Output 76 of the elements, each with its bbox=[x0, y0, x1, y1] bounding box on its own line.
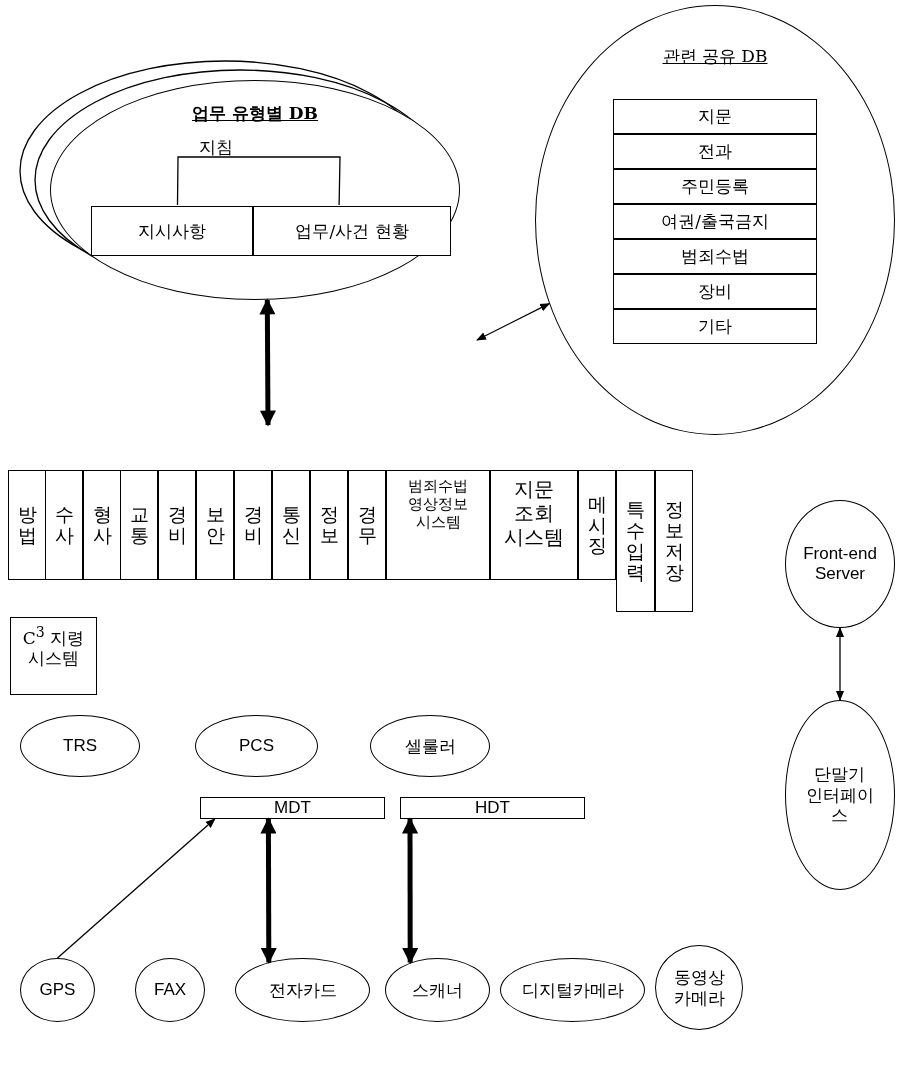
process-box bbox=[91, 206, 253, 256]
process-box bbox=[310, 470, 348, 580]
box-label: 기타 bbox=[698, 316, 732, 337]
box-label: 경비 bbox=[243, 504, 263, 546]
process-box bbox=[400, 797, 585, 819]
process-box bbox=[613, 309, 817, 344]
connector-line bbox=[176, 156, 216, 206]
process-box bbox=[272, 470, 310, 580]
box-label: 지문 조회 시스템 bbox=[503, 477, 565, 549]
process-box bbox=[386, 470, 490, 580]
box-label: 수사 bbox=[54, 504, 74, 546]
arrow bbox=[56, 818, 216, 959]
heading: 관련 공유 DB bbox=[661, 46, 769, 67]
process-box bbox=[120, 470, 158, 580]
box-label: GPS bbox=[39, 979, 76, 1001]
process-box bbox=[578, 470, 616, 580]
box-label: PCS bbox=[239, 735, 274, 757]
heading: 업무 유형별 DB bbox=[191, 103, 319, 124]
process-box bbox=[613, 99, 817, 134]
process-box bbox=[196, 470, 234, 580]
process-box bbox=[348, 470, 386, 580]
box-label: HDT bbox=[475, 797, 510, 819]
box-label: MDT bbox=[274, 797, 311, 819]
box-label: 장비 bbox=[698, 281, 732, 302]
box-label: 스캐너 bbox=[412, 979, 463, 1001]
box-label: 셀룰러 bbox=[404, 735, 456, 757]
process-box bbox=[613, 169, 817, 204]
box-label: 전과 bbox=[698, 141, 732, 162]
process-box bbox=[613, 204, 817, 239]
process-box bbox=[655, 470, 693, 612]
process-box bbox=[613, 274, 817, 309]
box-label: 범죄수법 bbox=[681, 246, 749, 267]
box-label: 정보 bbox=[319, 504, 339, 546]
box-label: 디지털카메라 bbox=[521, 979, 624, 1001]
arrow bbox=[476, 302, 551, 341]
box-label: Front-end Server bbox=[802, 543, 878, 585]
connector-line bbox=[214, 156, 341, 206]
process-box bbox=[234, 470, 272, 580]
node-label: 지침 bbox=[199, 137, 233, 158]
process-box bbox=[253, 206, 451, 256]
box-label: 업무/사건 현황 bbox=[295, 220, 409, 242]
box-label: 통신 bbox=[281, 504, 301, 546]
box-label: 경무 bbox=[357, 504, 377, 546]
box-label: 형사 bbox=[92, 504, 112, 546]
arrow bbox=[836, 627, 844, 701]
process-box bbox=[83, 470, 121, 580]
arrow bbox=[260, 817, 277, 965]
box-label: 전자카드 bbox=[268, 979, 337, 1001]
process-box bbox=[10, 617, 97, 695]
process-box bbox=[613, 239, 817, 274]
box-label: 범죄수법 영상정보 시스템 bbox=[407, 477, 469, 531]
process-box bbox=[200, 797, 385, 819]
box-label: 보안 bbox=[205, 504, 225, 546]
box-label: 지문 bbox=[698, 106, 732, 127]
box-label: FAX bbox=[153, 979, 187, 1001]
box-label: 방법 bbox=[17, 504, 37, 546]
arrow bbox=[259, 298, 276, 427]
box-label: 여권/출국금지 bbox=[661, 211, 769, 232]
box-label: 특수입력 bbox=[626, 499, 645, 583]
box-label: C$^{3}$ 지령 시스템 bbox=[21, 624, 86, 669]
box-label: 동영상 카메라 bbox=[672, 967, 726, 1008]
box-label: 메시징 bbox=[587, 493, 607, 557]
process-box bbox=[613, 134, 817, 169]
process-box bbox=[8, 470, 46, 580]
process-box bbox=[490, 470, 578, 580]
arrow bbox=[402, 817, 419, 965]
box-label: 단말기 인터페이스 bbox=[805, 764, 875, 826]
box-label: TRS bbox=[63, 735, 97, 757]
box-label: 정보저장 bbox=[664, 499, 684, 583]
box-label: 경비 bbox=[167, 504, 187, 546]
box-label: 지시사항 bbox=[138, 220, 206, 242]
process-box bbox=[158, 470, 196, 580]
box-label: 주민등록 bbox=[681, 176, 749, 197]
process-box bbox=[616, 470, 655, 612]
process-box bbox=[45, 470, 83, 580]
box-label: 교통 bbox=[129, 504, 149, 546]
